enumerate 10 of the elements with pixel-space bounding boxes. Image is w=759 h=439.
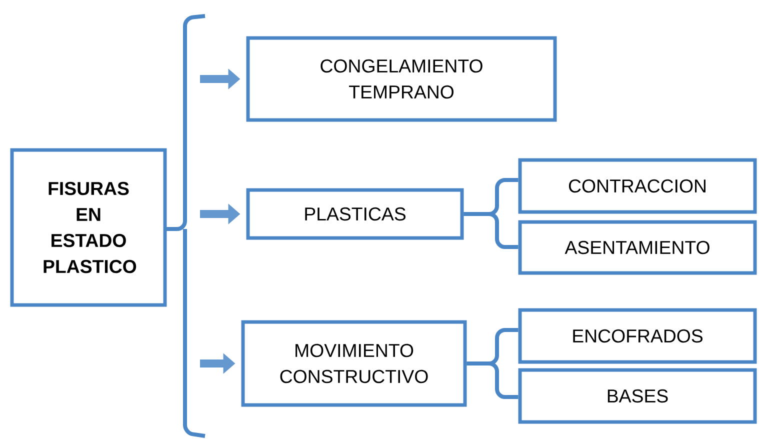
box: ASENTAMIENTO [518, 220, 757, 275]
category-box: FISURAS EN ESTADO PLASTICO [10, 148, 167, 307]
brace-connector [466, 362, 518, 399]
box: BASES [518, 368, 757, 424]
box: ENCOFRADOS [518, 308, 757, 364]
box: CONGELAMIENTO TEMPRANO [246, 36, 557, 122]
box: CONTRACCION [518, 158, 757, 214]
box: PLASTICAS [246, 188, 464, 240]
brace-connector [464, 212, 518, 249]
box: MOVIMIENTO CONSTRUCTIVO [241, 320, 467, 407]
